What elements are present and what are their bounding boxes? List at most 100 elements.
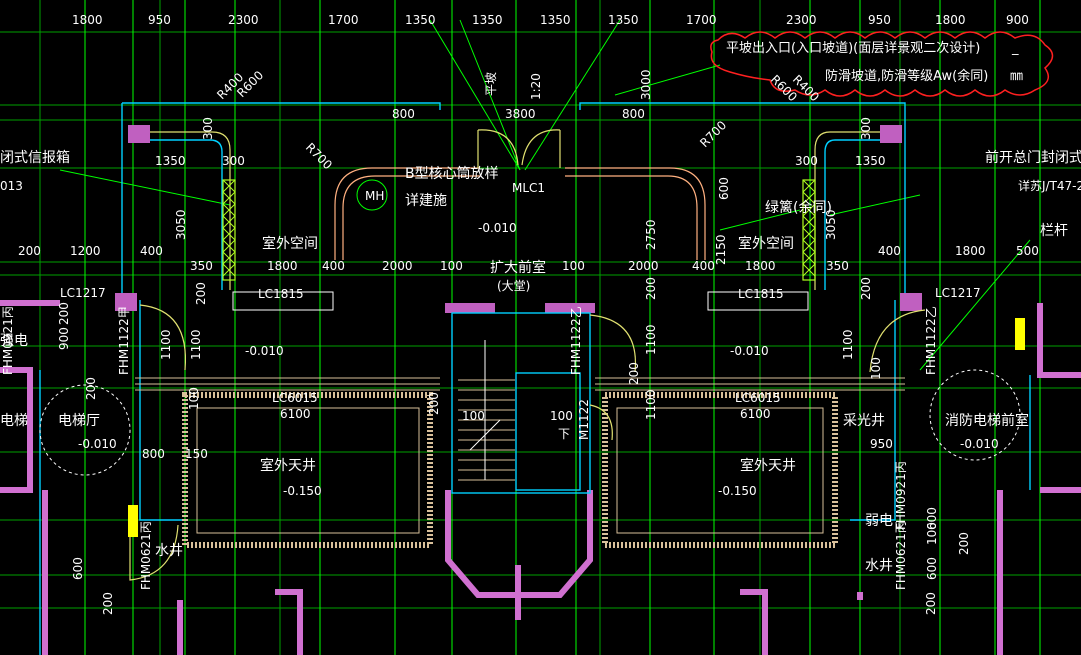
- outer-space-right: 室外空间: [738, 235, 794, 252]
- water-well-left-label: 水井: [155, 543, 183, 559]
- vdim-l8: 200: [101, 592, 115, 615]
- door-fhm1122-right: FHM1122乙: [924, 306, 938, 375]
- row3-dim-15: 400: [878, 244, 901, 258]
- vdim-l4: 1100: [159, 329, 173, 360]
- strong-electric-label: 强电: [0, 333, 28, 349]
- row3-dim-2: 1200: [70, 244, 101, 258]
- dim-3050-left: 3050: [174, 209, 188, 240]
- front-door-sub: 详苏J/T47-20: [1018, 178, 1081, 193]
- skylight-dim: 950: [870, 437, 893, 451]
- note-mark2: ㎜: [1010, 69, 1023, 84]
- cdim-7: 100: [550, 409, 573, 423]
- vertical-dimensions: 200 900 200 1100 800 150 600 200 100 200…: [57, 277, 971, 615]
- front-door-label: 前开总门封闭式: [985, 149, 1081, 166]
- door-fhm0921: FHM0921丙: [1, 306, 15, 375]
- vdim-r2: 1100: [841, 329, 855, 360]
- inner-dim-1: 800: [392, 107, 415, 121]
- vdim-r6: 200: [957, 532, 971, 555]
- vdim-l1: 200: [57, 302, 71, 325]
- top-dim-3: 2300: [228, 13, 259, 27]
- elev-left: -0.010: [245, 344, 284, 358]
- core-style-label: B型核心筒放样: [405, 165, 499, 182]
- markers: [128, 318, 1025, 537]
- window-lc6015-right: LC6015: [735, 391, 781, 405]
- row3-dim-14: 350: [826, 259, 849, 273]
- cdim-8: 200: [427, 392, 441, 415]
- mid-labels: 闭式信报箱 013 前开总门封闭式 详苏J/T47-20 B型核心筒放样 详建施…: [0, 149, 1081, 293]
- cdim-2: 1100: [644, 324, 658, 355]
- walls: [0, 125, 1081, 655]
- top-dim-10: 2300: [786, 13, 817, 27]
- row3-dim-17: 500: [1016, 244, 1039, 258]
- letterbox-sub: 013: [0, 179, 23, 193]
- cdim-6: 100: [462, 409, 485, 423]
- vdim-r3: 100: [869, 357, 883, 380]
- row3-dim-13: 1800: [745, 259, 776, 273]
- note-line2: 防滑坡道,防滑等级Aw(余同): [825, 68, 988, 84]
- top-dim-7: 1350: [540, 13, 571, 27]
- stair-down: 下: [558, 427, 570, 441]
- top-dim-11: 950: [868, 13, 891, 27]
- cdim-4: 200: [627, 362, 641, 385]
- vdim-r4: 600: [925, 507, 939, 530]
- courtyard-left-elev: -0.150: [283, 484, 322, 498]
- vdim-r7: 600: [925, 557, 939, 580]
- hedge-left: [222, 179, 236, 281]
- row2-dim-l3: 300: [222, 154, 245, 168]
- row2-dimensions: 300 1350 300 300 1350 300 3050 3050 600 …: [155, 117, 886, 250]
- window-lc1217-right: LC1217: [935, 286, 981, 300]
- row3-dim-11: 400: [692, 259, 715, 273]
- lobby-label: 扩大前室: [490, 259, 546, 276]
- letterbox-label: 闭式信报箱: [0, 150, 70, 166]
- row3-dim-1: 200: [18, 244, 41, 258]
- note-line1: 平坡出入口(入口坡道)(面层详景观二次设计): [726, 40, 980, 56]
- weak-electric-label: 弱电: [865, 513, 893, 529]
- skylight-label: 采光井: [843, 413, 885, 429]
- cdim-5: 1100: [644, 389, 658, 420]
- row3-dim-10: 2000: [628, 259, 659, 273]
- window-lc1815-right: LC1815: [738, 287, 784, 301]
- row3-dim-4: 350: [190, 259, 213, 273]
- row3-dim-3: 400: [140, 244, 163, 258]
- elevator-label: 电梯: [0, 413, 28, 429]
- cdim-1: 200: [194, 282, 208, 305]
- inner-dim-2: 3800: [505, 107, 536, 121]
- vdim-r5: 100: [925, 522, 939, 545]
- outer-space-left: 室外空间: [262, 235, 318, 252]
- vdim-l5: 800: [142, 447, 165, 461]
- vdim-l7: 600: [71, 557, 85, 580]
- mlc1-label: MLC1: [512, 181, 545, 195]
- window-labels: LC1217 LC1815 LC1815 LC1217: [60, 286, 981, 311]
- inner-dim-3: 800: [622, 107, 645, 121]
- dim-600: 600: [717, 177, 731, 200]
- door-swings: [129, 304, 926, 581]
- row3-dim-8: 100: [440, 259, 463, 273]
- row3-dim-7: 2000: [382, 259, 413, 273]
- dim-3000: 3000: [639, 69, 653, 100]
- top-dimensions: 1800 950 2300 1700 1350 1350 1350 1350 1…: [72, 13, 1029, 27]
- cdim-3: 200: [644, 277, 658, 300]
- top-dim-8: 1350: [608, 13, 639, 27]
- row2-dim-l1: 300: [201, 117, 215, 140]
- fire-lobby-label: 消防电梯前室: [945, 412, 1029, 429]
- door-fhm0921-right: FHM0921丙: [894, 461, 908, 530]
- window-lc6015-left-dim: 6100: [280, 407, 311, 421]
- elevator-circles: [39, 179, 1021, 476]
- top-dim-13: 900: [1006, 13, 1029, 27]
- elev-right: -0.010: [730, 344, 769, 358]
- vdim-r1: 200: [859, 277, 873, 300]
- lobby-sub: (大堂): [497, 279, 530, 293]
- greening-label: 绿篱(余同): [765, 199, 832, 216]
- door-fhm1122-left: FHM1122甲: [117, 306, 131, 375]
- vdim-l2: 900: [57, 327, 71, 350]
- top-dim-6: 1350: [472, 13, 503, 27]
- window-lc1815-left: LC1815: [258, 287, 304, 301]
- courtyard-right-label: 室外天井: [740, 457, 796, 474]
- door-fhm1122-center: FHM1122乙: [569, 306, 583, 375]
- water-well-label: 水井: [865, 558, 893, 574]
- stairs: [458, 340, 515, 481]
- rail-label: 栏杆: [1040, 223, 1068, 239]
- elevator-hall-label: 电梯厅: [58, 413, 100, 429]
- row3-dim-5: 1800: [267, 259, 298, 273]
